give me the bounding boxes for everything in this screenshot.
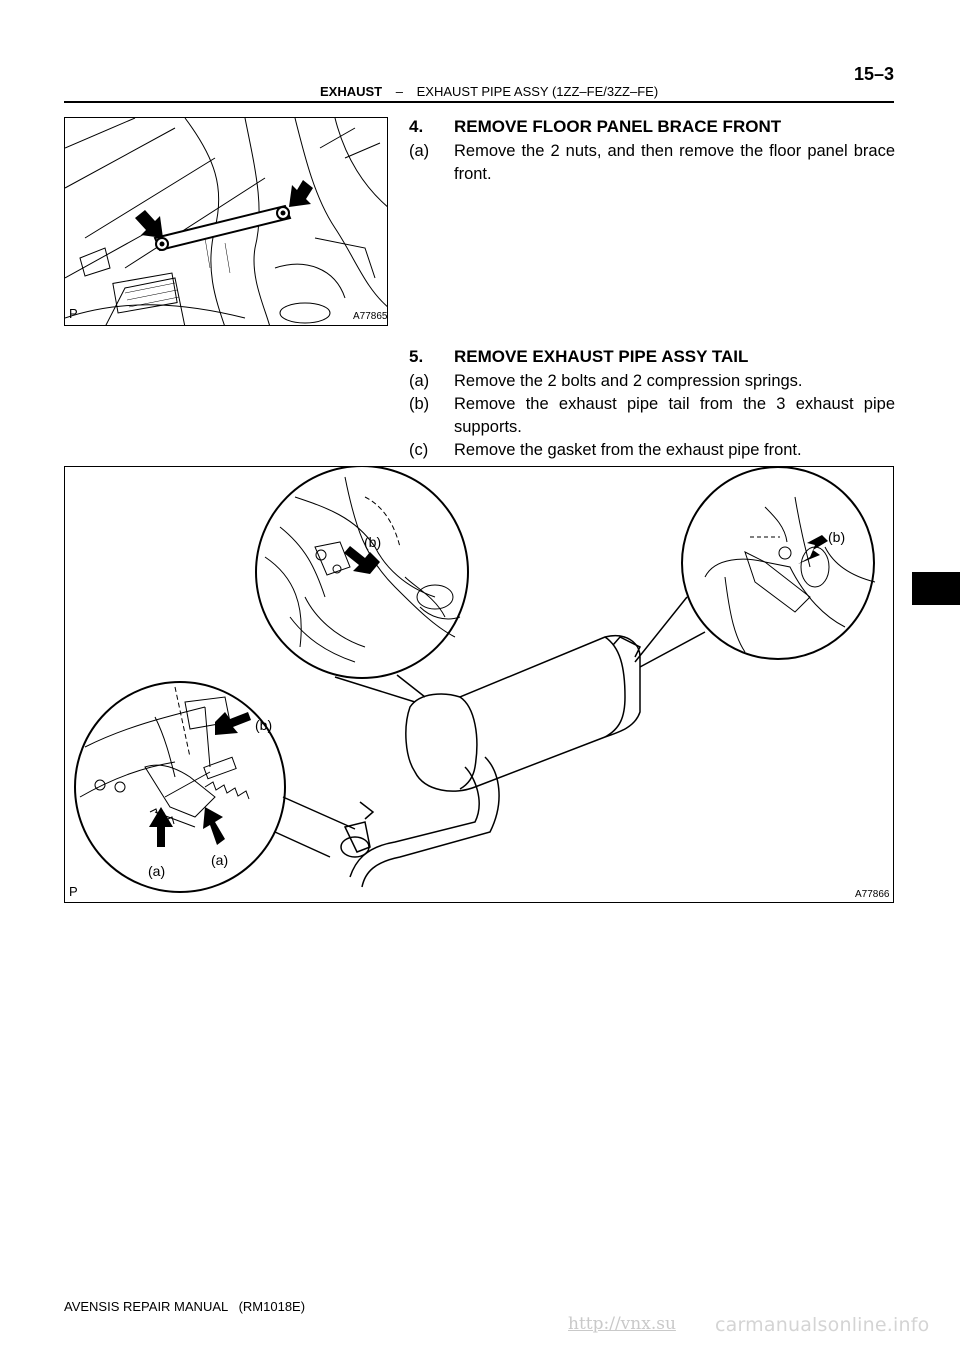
- header-subsection: EXHAUST PIPE ASSY (1ZZ–FE/3ZZ–FE): [416, 84, 659, 99]
- figure-exhaust-pipe: (b) (b) (b) (a) (a) P A77866: [64, 466, 894, 903]
- detail-circle-left: [74, 681, 286, 893]
- figure-id: A77865: [353, 311, 388, 322]
- arrow-nut-right: [289, 180, 313, 207]
- step-number: 5.: [409, 347, 424, 366]
- callout-b-top: (b): [364, 534, 382, 550]
- arrow-right: [798, 535, 828, 564]
- watermark-url[interactable]: http://vnx.su: [568, 1314, 676, 1334]
- arrow-a-left: [149, 807, 173, 847]
- callout-b-right: (b): [828, 529, 846, 545]
- substep-text: Remove the 2 nuts, and then remove the f…: [454, 142, 895, 183]
- substep-text: Remove the exhaust pipe tail from the 3 …: [454, 395, 895, 436]
- substep-text: Remove the 2 bolts and 2 compression spr…: [454, 372, 803, 390]
- callout-a-right: (a): [211, 852, 229, 868]
- figure-p-label: P: [69, 306, 78, 321]
- detail-circle-right: [681, 467, 875, 660]
- header-section: EXHAUST: [320, 84, 383, 99]
- substep-label: (a): [409, 142, 430, 160]
- header-dash: –: [395, 84, 403, 99]
- exhaust-pipe-illustration: [74, 467, 876, 893]
- arrow-top: [344, 546, 380, 574]
- figure-floor-brace: P A77865: [64, 117, 388, 326]
- step-5-heading: 5. REMOVE EXHAUST PIPE ASSY TAIL: [409, 347, 748, 367]
- step-number: 4.: [409, 117, 424, 136]
- step-5a: (a) Remove the 2 bolts and 2 compression…: [409, 370, 895, 393]
- step-5c: (c) Remove the gasket from the exhaust p…: [409, 439, 895, 462]
- step-title: REMOVE FLOOR PANEL BRACE FRONT: [454, 117, 782, 136]
- step-4-heading: 4. REMOVE FLOOR PANEL BRACE FRONT: [409, 117, 781, 137]
- substep-text: Remove the gasket from the exhaust pipe …: [454, 441, 802, 459]
- step-4a: (a) Remove the 2 nuts, and then remove t…: [409, 140, 895, 186]
- running-header: EXHAUST – EXHAUST PIPE ASSY (1ZZ–FE/3ZZ–…: [320, 84, 820, 99]
- page-number: 15–3: [853, 64, 894, 84]
- substep-label: (b): [409, 395, 430, 413]
- watermark-site: carmanualsonline.info: [715, 1314, 930, 1336]
- section-tab: [912, 572, 960, 605]
- callout-a-left: (a): [148, 863, 166, 879]
- step-title: REMOVE EXHAUST PIPE ASSY TAIL: [454, 347, 749, 366]
- detail-circle-top: [255, 467, 469, 679]
- figure-id: A77866: [855, 889, 890, 900]
- arrow-nut-left: [135, 210, 163, 238]
- header-rule: [64, 101, 894, 103]
- substep-label: (a): [409, 372, 430, 390]
- arrow-left-b: [215, 712, 251, 735]
- figure-p-label: P: [69, 884, 78, 899]
- footer-manual: AVENSIS REPAIR MANUAL (RM1018E): [64, 1299, 306, 1314]
- floor-brace-illustration: [65, 118, 387, 325]
- arrow-a-right: [203, 807, 225, 845]
- callout-b-left: (b): [255, 717, 273, 733]
- substep-label: (c): [409, 441, 429, 459]
- step-5b: (b) Remove the exhaust pipe tail from th…: [409, 393, 895, 439]
